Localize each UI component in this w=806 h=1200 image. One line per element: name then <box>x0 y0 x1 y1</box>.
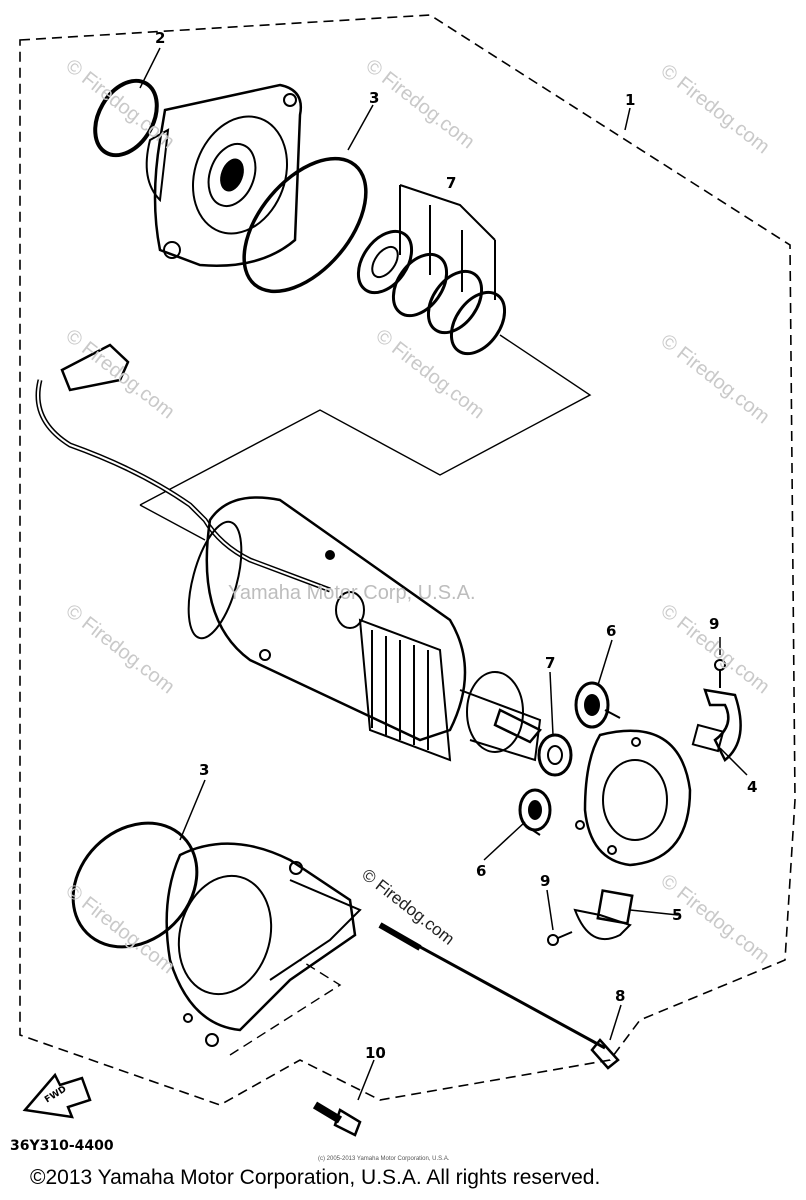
through-bolt-8 <box>378 922 620 1070</box>
callout-4: 4 <box>747 778 758 796</box>
callout-9-lower: 9 <box>540 872 551 890</box>
callout-9-upper: 9 <box>709 615 720 633</box>
bearing-upper <box>574 681 621 729</box>
rear-cover <box>165 842 362 1047</box>
part-code: 36Y310-4400 <box>10 1138 114 1154</box>
o-ring-large-lower <box>71 821 199 949</box>
brush-plate <box>575 729 692 867</box>
guide-line-lower <box>229 959 342 1056</box>
center-watermark: Yamaha Motor Corp, U.S.A. <box>228 582 476 604</box>
callout-5: 5 <box>672 906 683 924</box>
washer-lower <box>537 733 573 777</box>
callout-6-lower: 6 <box>476 862 487 880</box>
bolt-10 <box>312 1101 362 1137</box>
callout-7-upper: 7 <box>446 174 457 192</box>
starter-cable <box>35 343 331 593</box>
callout-3-upper: 3 <box>369 89 380 107</box>
tiny-copyright-note: (c) 2005-2013 Yamaha Motor Corporation, … <box>318 1156 450 1162</box>
brush-set-5 <box>573 889 634 940</box>
screw-9-lower <box>547 931 573 946</box>
front-cover <box>145 83 303 267</box>
callout-8: 8 <box>615 987 626 1005</box>
callout-1: 1 <box>625 91 636 109</box>
guide-line-upper <box>139 334 592 506</box>
o-ring-small <box>93 78 159 158</box>
callout-6-upper: 6 <box>606 622 617 640</box>
copyright-footer: ©2013 Yamaha Motor Corporation, U.S.A. A… <box>30 1166 601 1189</box>
callout-10: 10 <box>365 1044 386 1062</box>
washer-set-upper <box>356 184 507 356</box>
o-ring-large-upper <box>242 156 368 294</box>
callout-7-lower: 7 <box>545 654 556 672</box>
screw-9-upper <box>714 659 726 688</box>
leader-lines <box>139 47 748 1101</box>
guide-line-mid <box>139 504 206 541</box>
callout-3-lower: 3 <box>199 761 210 779</box>
brush-holder-4 <box>691 688 742 762</box>
callout-2: 2 <box>155 29 166 47</box>
fwd-arrow-icon <box>22 1072 92 1119</box>
assembly-boundary <box>19 14 796 1106</box>
bearing-lower <box>518 788 552 836</box>
starter-motor-body <box>187 496 542 762</box>
